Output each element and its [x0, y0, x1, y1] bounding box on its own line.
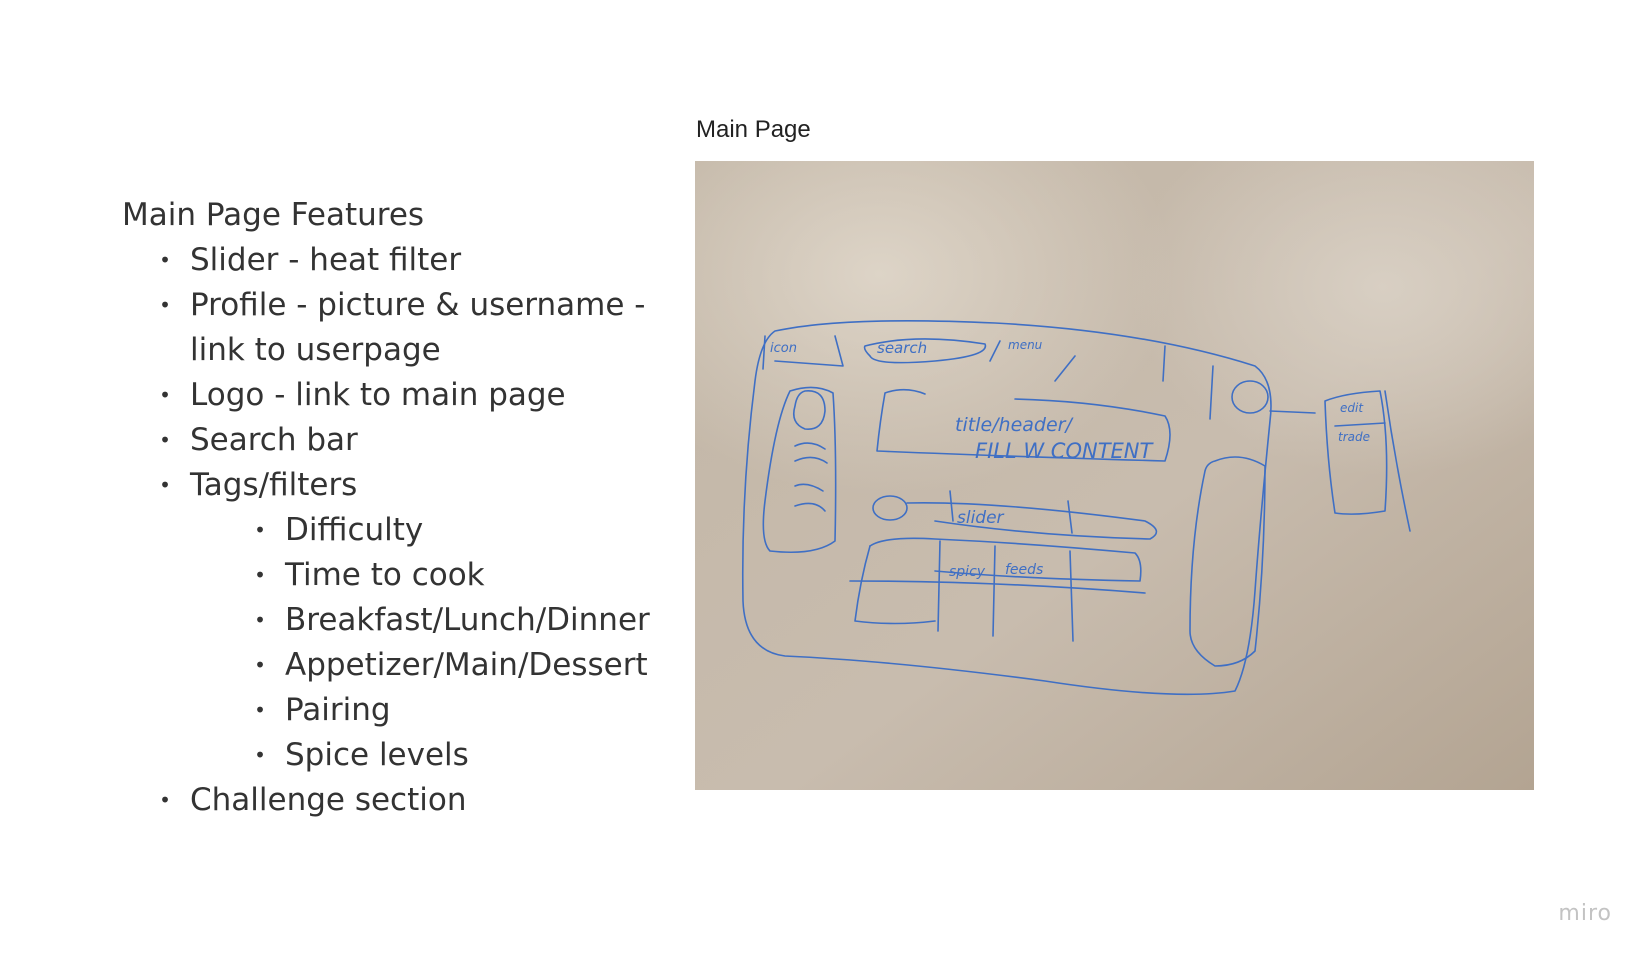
feature-item: • Challenge section — [122, 778, 662, 823]
sketch-spicy-label: spicy — [949, 564, 986, 580]
sketch-menu-label: menu — [1008, 338, 1043, 352]
feature-text: Breakfast/Lunch/Dinner — [285, 602, 650, 638]
feature-subitem: • Appetizer/Main/Dessert — [122, 643, 662, 688]
sketch-header-line2: FILL W CONTENT — [975, 439, 1154, 463]
feature-text: Search bar — [190, 422, 358, 458]
sketch-edit-label: edit — [1340, 401, 1364, 415]
profile-dropdown-sketch — [1324, 390, 1388, 515]
feature-text: Pairing — [285, 692, 391, 728]
feature-subitem: • Difficulty — [122, 508, 662, 553]
feature-subitem: • Spice levels — [122, 733, 662, 778]
bullet-icon: • — [254, 518, 266, 542]
sketch-search-label: search — [877, 339, 927, 357]
feature-text: Challenge section — [190, 782, 467, 818]
search-bar-sketch — [863, 338, 987, 364]
features-panel: Main Page Features • Slider - heat filter… — [122, 193, 662, 823]
bullet-icon: • — [254, 698, 266, 722]
bullet-icon: • — [159, 473, 171, 497]
bullet-icon: • — [254, 608, 266, 632]
sketch-trade-label: trade — [1338, 430, 1370, 444]
feature-text: Appetizer/Main/Dessert — [285, 647, 648, 683]
whiteboard-sketch: icon search menu title/header/ FILL W CO… — [695, 161, 1534, 790]
profile-circle-sketch — [1231, 380, 1269, 414]
feature-list: • Slider - heat filter • Profile - picture… — [122, 238, 662, 823]
features-title: Main Page Features — [122, 197, 425, 233]
feature-subitem: • Breakfast/Lunch/Dinner — [122, 598, 662, 643]
menu-divider-sketch — [989, 340, 1001, 362]
bullet-icon: • — [254, 563, 266, 587]
image-label: Main Page — [696, 116, 811, 143]
feature-text: Logo - link to main page — [190, 377, 566, 413]
feature-item: • Search bar — [122, 418, 662, 463]
whiteboard-sketch-photo[interactable]: icon search menu title/header/ FILL W CO… — [695, 161, 1534, 790]
bullet-icon: • — [254, 743, 266, 767]
sketch-icon-label: icon — [770, 341, 797, 356]
feature-text: Spice levels — [285, 737, 469, 773]
feature-item: • Profile - picture & username - link to … — [122, 283, 662, 373]
slider-track-sketch — [906, 502, 1158, 540]
bullet-icon: • — [159, 428, 171, 452]
feature-text: Difficulty — [285, 512, 424, 548]
left-sidebar-sketch — [762, 386, 837, 554]
device-outline — [741, 319, 1272, 696]
bullet-icon: • — [159, 788, 171, 812]
bullet-icon: • — [159, 248, 171, 272]
tag-row-sketch — [869, 537, 1142, 582]
feature-text: Tags/filters — [190, 467, 358, 503]
miro-brand-logo: miro — [1558, 901, 1612, 926]
feature-subitem: • Pairing — [122, 688, 662, 733]
right-panel-sketch — [1189, 456, 1266, 667]
icon-bracket-sketch — [762, 335, 844, 370]
feature-text: Slider - heat filter — [190, 242, 462, 278]
slider-knob-sketch — [872, 495, 908, 521]
sketch-slider-label: slider — [957, 508, 1005, 528]
sketch-header-line1: title/header/ — [955, 414, 1074, 436]
sketch-feeds-label: feeds — [1005, 562, 1043, 578]
feature-subitem: • Time to cook — [122, 553, 662, 598]
feature-text: Profile - picture & username - link to u… — [190, 287, 646, 368]
bullet-icon: • — [254, 653, 266, 677]
feature-item: • Slider - heat filter — [122, 238, 662, 283]
feature-item: • Logo - link to main page — [122, 373, 662, 418]
bullet-icon: • — [159, 293, 171, 317]
header-box-sketch — [876, 388, 1171, 462]
feature-text: Time to cook — [285, 557, 485, 593]
feature-item: • Tags/filters — [122, 463, 662, 508]
bullet-icon: • — [159, 383, 171, 407]
